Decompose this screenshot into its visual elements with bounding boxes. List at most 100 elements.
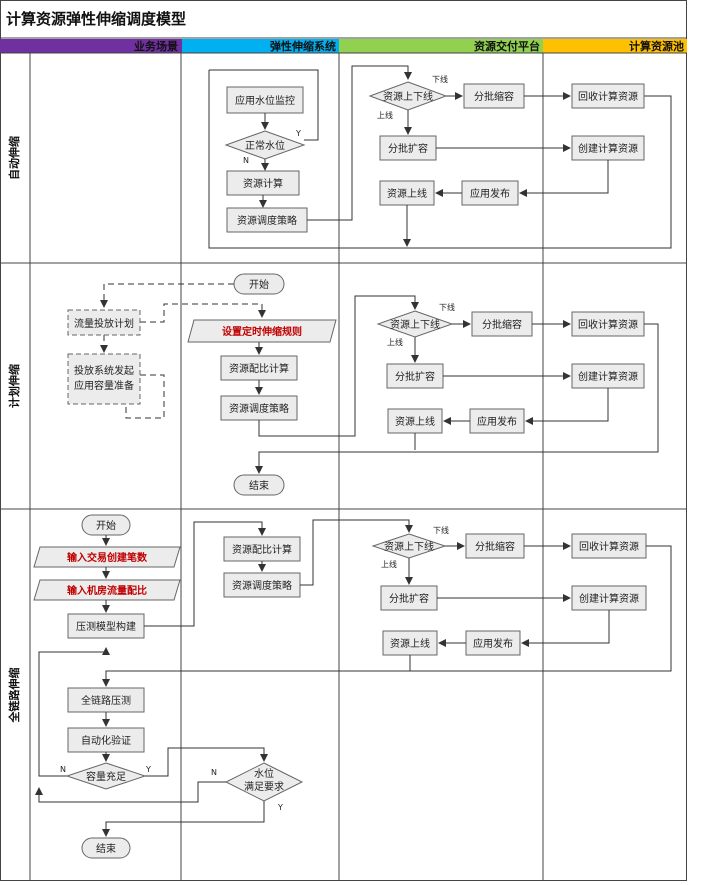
full-online-box — [382, 630, 438, 656]
system-request-line1: 投放系统发起 — [74, 364, 134, 377]
plan-app-release-box — [469, 408, 525, 434]
plan-end-label: 结束 — [249, 479, 269, 492]
capacity-diamond — [65, 762, 147, 790]
lane-header: 业务场景 弹性伸缩系统 资源交付平台 计算资源池 — [0, 39, 687, 53]
create-box — [571, 135, 645, 161]
diagram-frame — [0, 0, 687, 881]
level-line1: 水位 — [254, 767, 274, 780]
normal-level-label: 正常水位 — [245, 139, 285, 152]
row-label-full: 全链路伸缩 — [7, 668, 21, 724]
plan-batch-shrink-label: 分批缩容 — [482, 318, 522, 331]
system-request-box — [67, 353, 141, 405]
capacity-y-label: Y — [145, 765, 151, 774]
online-label: 上线 — [377, 110, 393, 120]
batch-expand-box — [379, 135, 437, 161]
plan-online-label: 上线 — [387, 337, 403, 347]
row-auto: 应用水位监控 正常水位 Y N 资源计算 资源调度策略 资源上下线 下线 上线 … — [208, 65, 672, 249]
full-batch-expand-label: 分批扩容 — [389, 592, 429, 605]
full-end-terminal — [81, 837, 131, 859]
row-full: 开始 输入交易创建笔数 输入机房流量配比 压测模型构建 资源配比计算 资源调度策… — [33, 514, 672, 859]
resource-calc-label: 资源计算 — [243, 177, 283, 190]
full-online-box-label: 资源上线 — [390, 637, 430, 650]
lane-header-business — [0, 39, 182, 53]
lane-title-pool: 计算资源池 — [629, 39, 684, 53]
lane-title-elastic: 弹性伸缩系统 — [270, 39, 336, 53]
full-batch-expand-box — [380, 585, 438, 611]
app-release-label: 应用发布 — [470, 187, 510, 200]
create-label: 创建计算资源 — [578, 142, 638, 155]
updown-label: 资源上下线 — [383, 90, 433, 103]
auto-verify-label: 自动化验证 — [81, 734, 131, 747]
plan-schedule-box — [220, 395, 298, 421]
plan-reclaim-label: 回收计算资源 — [578, 318, 638, 331]
level-line2: 满足要求 — [244, 781, 284, 793]
ratio-calc-label: 资源配比计算 — [229, 362, 289, 375]
full-end-label: 结束 — [96, 842, 116, 855]
full-test-label: 全链路压测 — [81, 694, 131, 707]
plan-reclaim-box — [571, 311, 645, 337]
level-n-label: N — [211, 768, 217, 777]
traffic-plan-box — [67, 309, 141, 336]
y-label: Y — [295, 129, 301, 138]
full-online-label: 上线 — [381, 559, 397, 569]
lane-title-delivery: 资源交付平台 — [474, 39, 540, 53]
offline-label: 下线 — [432, 74, 448, 84]
full-start-label: 开始 — [96, 519, 116, 532]
plan-batch-expand-box — [386, 363, 444, 389]
input-traffic-label: 输入机房流量配比 — [67, 584, 147, 597]
lane-header-delivery — [339, 39, 543, 53]
reclaim-box — [571, 83, 645, 109]
system-request-line2: 应用容量准备 — [74, 379, 134, 392]
input-traffic-parallelogram — [33, 579, 181, 601]
plan-app-release-label: 应用发布 — [477, 415, 517, 428]
level-y-label: Y — [277, 803, 283, 812]
ratio-calc-box — [220, 355, 298, 381]
batch-expand-label: 分批扩容 — [388, 142, 428, 155]
full-ratio-calc-label: 资源配比计算 — [232, 543, 292, 556]
auto-verify-box — [67, 727, 145, 753]
plan-online-box-label: 资源上线 — [395, 415, 435, 428]
schedule-label: 资源调度策略 — [237, 214, 297, 227]
batch-shrink-label: 分批缩容 — [474, 90, 514, 103]
full-create-label: 创建计算资源 — [579, 592, 639, 605]
full-batch-shrink-box — [465, 533, 525, 559]
online-box-label: 资源上线 — [387, 187, 427, 200]
lane-header-pool — [543, 39, 687, 53]
row-plan: 开始 流量投放计划 投放系统发起 应用容量准备 设置定时伸缩规则 资源配比计算 … — [67, 273, 659, 496]
full-reclaim-box — [571, 533, 647, 559]
row-label-auto: 自动伸缩 — [7, 136, 21, 180]
plan-batch-expand-label: 分批扩容 — [395, 370, 435, 383]
plan-start-label: 开始 — [249, 278, 269, 291]
input-trade-label: 输入交易创建笔数 — [67, 551, 148, 564]
batch-shrink-box — [463, 83, 525, 109]
page-title: 计算资源弹性伸缩调度模型 — [6, 10, 187, 28]
full-app-release-label: 应用发布 — [473, 637, 513, 650]
full-schedule-label: 资源调度策略 — [232, 579, 292, 592]
online-box — [379, 180, 435, 206]
full-batch-shrink-label: 分批缩容 — [475, 540, 515, 553]
lane-header-elastic — [182, 39, 339, 53]
plan-create-box — [571, 363, 645, 389]
n-label: N — [243, 156, 249, 165]
plan-batch-shrink-box — [471, 311, 533, 337]
full-test-box — [67, 687, 145, 713]
app-monitor-label: 应用水位监控 — [235, 94, 295, 107]
plan-updown-label: 资源上下线 — [390, 318, 440, 331]
reclaim-label: 回收计算资源 — [578, 90, 638, 103]
set-rule-parallelogram — [187, 319, 337, 343]
full-updown-label: 资源上下线 — [384, 540, 434, 553]
traffic-plan-label: 流量投放计划 — [74, 317, 134, 330]
app-release-box — [461, 180, 519, 206]
plan-create-label: 创建计算资源 — [578, 370, 638, 383]
model-build-label: 压测模型构建 — [76, 620, 136, 633]
plan-schedule-label: 资源调度策略 — [229, 402, 289, 415]
full-ratio-calc-box — [223, 536, 301, 562]
model-build-box — [67, 613, 145, 639]
plan-offline-label: 下线 — [439, 302, 455, 312]
row-label-plan: 计划伸缩 — [7, 364, 21, 408]
full-reclaim-label: 回收计算资源 — [579, 540, 639, 553]
set-rule-label: 设置定时伸缩规则 — [222, 325, 302, 338]
capacity-label: 容量充足 — [86, 770, 126, 783]
lane-title-business: 业务场景 — [134, 39, 178, 53]
